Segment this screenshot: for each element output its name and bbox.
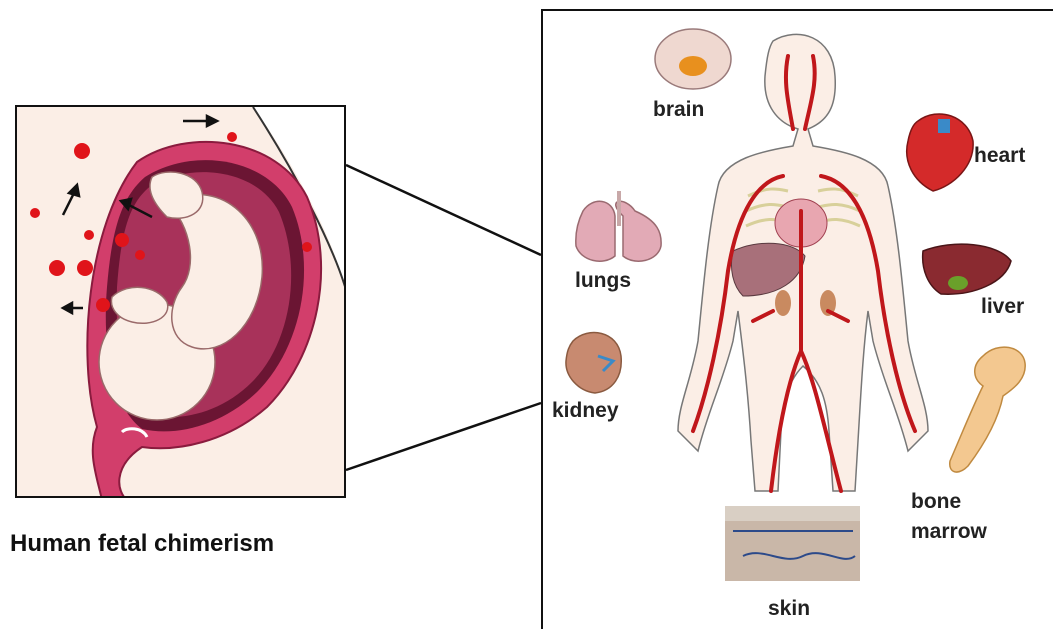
lungs-organ <box>576 201 615 261</box>
figure-caption: Human fetal chimerism <box>10 530 274 558</box>
label-kidney: kidney <box>552 400 619 421</box>
label-brain: brain <box>653 99 704 120</box>
pregnancy-illustration <box>17 107 346 498</box>
label-marrow: marrow <box>911 521 987 542</box>
label-skin: skin <box>768 598 810 619</box>
label-heart: heart <box>974 145 1025 166</box>
label-liver: liver <box>981 296 1024 317</box>
label-bone: bone <box>911 491 961 512</box>
bone-organ <box>950 347 1025 472</box>
fetal-chimerism-panel <box>15 105 346 498</box>
label-lungs: lungs <box>575 270 631 291</box>
organ-distribution-panel: brain heart lungs liver kidney bone marr… <box>541 9 1053 629</box>
liver-organ <box>923 244 1011 294</box>
